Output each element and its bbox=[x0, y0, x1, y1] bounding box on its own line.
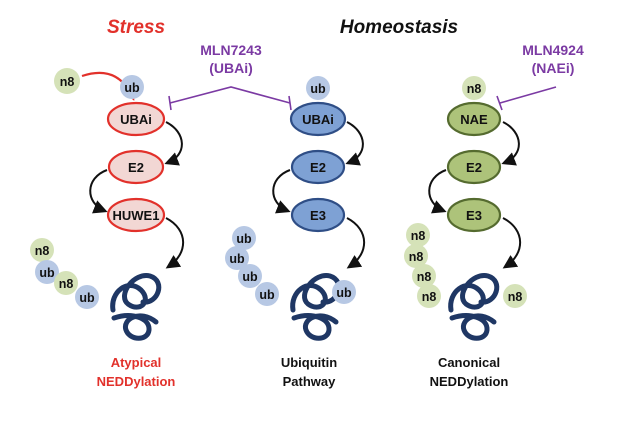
node-e2-ubiquitin: E2 bbox=[290, 149, 346, 185]
svg-text:HUWE1: HUWE1 bbox=[113, 208, 160, 223]
svg-text:ub: ub bbox=[229, 252, 245, 266]
svg-text:n8: n8 bbox=[409, 250, 424, 264]
stress-header: Stress bbox=[107, 17, 165, 38]
substrate-protein-ubiquitin bbox=[290, 273, 342, 341]
ubiquitin-chain: ub ub ub ub ub bbox=[225, 226, 356, 306]
svg-text:n8: n8 bbox=[508, 290, 523, 304]
svg-text:ub: ub bbox=[124, 81, 140, 95]
input-n8-tag: n8 bbox=[54, 68, 80, 94]
pathway-label-atypical-line2: NEDDylation bbox=[97, 374, 176, 389]
svg-text:ub: ub bbox=[259, 288, 275, 302]
node-huwe1-stress: HUWE1 bbox=[106, 197, 166, 233]
homeostasis-header: Homeostasis bbox=[340, 17, 458, 38]
arrow-e2-to-e3-canonical bbox=[428, 169, 447, 214]
svg-text:n8: n8 bbox=[35, 244, 50, 258]
inhibitor-mln4924-target: (NAEi) bbox=[532, 60, 575, 76]
svg-text:n8: n8 bbox=[60, 75, 75, 89]
arrow-e3-to-substrate-canonical bbox=[502, 217, 521, 269]
pathway-label-ubiquitin-line2: Pathway bbox=[283, 374, 337, 389]
node-e2-canonical: E2 bbox=[446, 149, 502, 185]
svg-text:n8: n8 bbox=[467, 82, 482, 96]
pathway-label-canonical-line2: NEDDylation bbox=[430, 374, 509, 389]
svg-text:NAE: NAE bbox=[460, 112, 488, 127]
input-n8-tag-canonical: n8 bbox=[462, 76, 486, 100]
svg-text:E2: E2 bbox=[466, 160, 482, 175]
svg-text:ub: ub bbox=[242, 270, 258, 284]
pathway-label-canonical-line1: Canonical bbox=[438, 355, 500, 370]
svg-text:UBAi: UBAi bbox=[302, 112, 334, 127]
inhibitor-mln7243-target: (UBAi) bbox=[209, 60, 253, 76]
svg-text:ub: ub bbox=[236, 232, 252, 246]
svg-text:E3: E3 bbox=[310, 208, 326, 223]
node-e3-canonical: E3 bbox=[446, 197, 502, 233]
arrow-ubai-to-e2-stress bbox=[164, 121, 183, 166]
substrate-protein-stress bbox=[110, 273, 162, 341]
pathway-label-atypical-line1: Atypical bbox=[111, 355, 162, 370]
arrow-e3-to-substrate-ubiquitin bbox=[346, 217, 365, 269]
input-ub-tag-ubiquitin: ub bbox=[306, 76, 330, 100]
arrow-huwe1-to-substrate-stress bbox=[165, 217, 184, 269]
svg-text:n8: n8 bbox=[422, 290, 437, 304]
input-ub-tag: ub bbox=[120, 75, 144, 99]
pathway-label-ubiquitin-line1: Ubiquitin bbox=[281, 355, 337, 370]
node-nae-canonical: NAE bbox=[446, 101, 502, 137]
inhibitor-mln4924-name: MLN4924 bbox=[522, 42, 584, 58]
node-e2-stress: E2 bbox=[107, 149, 165, 185]
arrow-e2-to-e3-ubiquitin bbox=[272, 169, 291, 214]
svg-text:E2: E2 bbox=[310, 160, 326, 175]
inhibitor-mln7243-name: MLN7243 bbox=[200, 42, 262, 58]
node-ubai-stress: UBAi bbox=[106, 101, 166, 137]
svg-text:n8: n8 bbox=[417, 270, 432, 284]
node-ubai-ubiquitin: UBAi bbox=[289, 101, 347, 137]
svg-text:ub: ub bbox=[310, 82, 326, 96]
inhibition-line-mln7243 bbox=[168, 86, 292, 111]
substrate-protein-canonical bbox=[448, 273, 500, 341]
svg-text:E2: E2 bbox=[128, 160, 144, 175]
svg-text:n8: n8 bbox=[411, 229, 426, 243]
inhibition-line-mln4924 bbox=[496, 86, 557, 111]
svg-text:E3: E3 bbox=[466, 208, 482, 223]
nedd8-chain: n8 n8 n8 n8 n8 bbox=[404, 223, 527, 308]
svg-text:UBAi: UBAi bbox=[120, 112, 152, 127]
svg-text:ub: ub bbox=[39, 266, 55, 280]
arrow-e2-to-huwe1-stress bbox=[89, 169, 108, 214]
svg-text:ub: ub bbox=[79, 291, 95, 305]
svg-text:n8: n8 bbox=[59, 277, 74, 291]
arrow-nae-to-e2-canonical bbox=[501, 121, 520, 166]
arrow-ubai-to-e2-ubiquitin bbox=[345, 121, 364, 166]
modifier-chain-stress: n8 ub n8 ub bbox=[30, 238, 99, 309]
node-e3-ubiquitin: E3 bbox=[290, 197, 346, 233]
svg-text:ub: ub bbox=[336, 286, 352, 300]
